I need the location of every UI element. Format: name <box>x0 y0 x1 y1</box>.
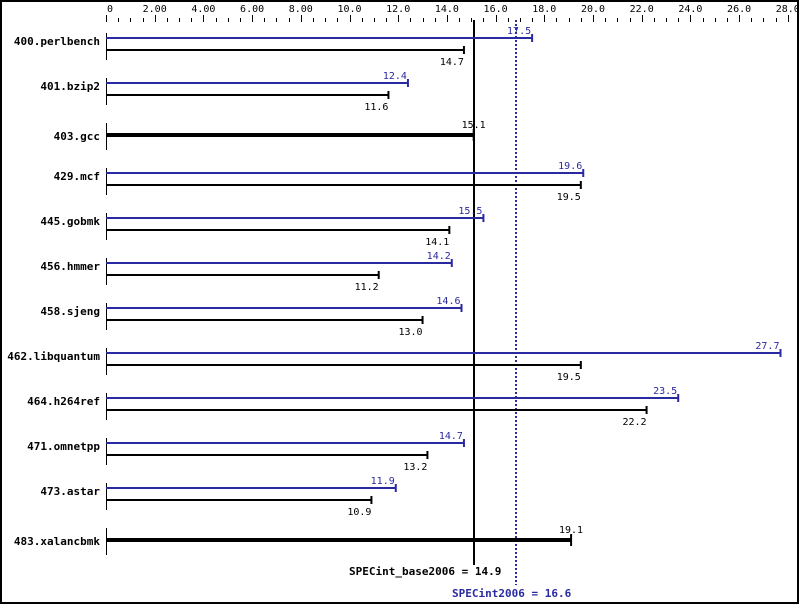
base-value-label: 14.1 <box>425 237 449 248</box>
reference-lines <box>473 20 517 585</box>
benchmark-row: 429.mcf 19.6 19.5 <box>54 161 585 203</box>
benchmark-row: 400.perlbench 17.5 14.7 <box>14 26 534 68</box>
benchmark-row: 458.sjeng 14.6 13.0 <box>40 296 463 338</box>
benchmark-row: 471.omnetpp 14.7 13.2 <box>27 431 465 473</box>
peak-value-label: 14.7 <box>439 431 463 442</box>
base-value-label: 19.1 <box>559 525 583 536</box>
base-value-label: 22.2 <box>622 417 646 428</box>
peak-value-label: 11.9 <box>371 476 395 487</box>
benchmark-label: 473.astar <box>40 485 100 498</box>
axis-tick-label: 26.0 <box>727 4 751 15</box>
benchmark-row: 445.gobmk 15.5 14.1 <box>40 206 485 248</box>
peak-value-label: 14.2 <box>427 251 451 262</box>
base-value-label: 14.7 <box>440 57 464 68</box>
axis-tick-label: 14.0 <box>435 4 459 15</box>
benchmark-label: 458.sjeng <box>40 305 100 318</box>
benchmark-label: 445.gobmk <box>40 215 100 228</box>
axis-tick-label: 6.00 <box>240 4 264 15</box>
benchmark-label: 456.hmmer <box>40 260 100 273</box>
summary-peak-label: SPECint2006 = 16.6 <box>452 587 572 600</box>
benchmark-row: 473.astar 11.9 10.9 <box>40 476 397 518</box>
summary-base-label: SPECint_base2006 = 14.9 <box>349 565 501 578</box>
base-value-label: 15.1 <box>462 120 486 131</box>
peak-value-label: 27.7 <box>755 341 779 352</box>
axis-tick-label: 20.0 <box>581 4 605 15</box>
benchmark-label: 403.gcc <box>54 130 100 143</box>
base-value-label: 10.9 <box>347 507 371 518</box>
benchmark-label: 401.bzip2 <box>40 80 100 93</box>
benchmark-row: 462.libquantum 27.7 19.5 <box>7 341 782 383</box>
base-value-label: 13.2 <box>403 462 427 473</box>
benchmark-label: 464.h264ref <box>27 395 100 408</box>
axis-tick-label: 10.0 <box>337 4 361 15</box>
peak-value-label: 14.6 <box>436 296 460 307</box>
axis-tick-label: 24.0 <box>678 4 702 15</box>
benchmark-row: 456.hmmer 14.2 11.2 <box>40 251 453 293</box>
base-value-label: 19.5 <box>557 192 581 203</box>
peak-value-label: 12.4 <box>383 71 407 82</box>
benchmark-label: 483.xalancbmk <box>14 535 100 548</box>
base-value-label: 13.0 <box>398 327 422 338</box>
axis-tick-label: 8.00 <box>289 4 313 15</box>
axis-tick-label: 4.00 <box>191 4 215 15</box>
base-value-label: 11.6 <box>364 102 388 113</box>
benchmark-label: 462.libquantum <box>7 350 100 363</box>
axis-tick-label: 2.00 <box>143 4 167 15</box>
axis-tick-label: 22.0 <box>630 4 654 15</box>
benchmark-row: 464.h264ref 23.5 22.2 <box>27 386 680 428</box>
peak-value-label: 23.5 <box>653 386 677 397</box>
peak-value-label: 19.6 <box>558 161 582 172</box>
x-axis: 0 2.00 4.00 6.00 8.00 10.0 12.0 14.0 16.0 18.0 20.… <box>0 0 799 22</box>
axis-tick-label: 12.0 <box>386 4 410 15</box>
benchmark-row: 401.bzip2 12.4 11.6 <box>40 71 409 113</box>
bars: 400.perlbench17.514.7401.bzip212.411.640… <box>7 26 782 555</box>
axis-tick-label: 18.0 <box>532 4 556 15</box>
benchmark-label: 400.perlbench <box>14 35 100 48</box>
axis-tick-label: 28.0 <box>776 4 799 15</box>
axis-tick-label: 0 <box>107 4 113 15</box>
peak-value-label: 17.5 <box>507 26 531 37</box>
peak-value-label: 15.5 <box>458 206 482 217</box>
benchmark-label: 471.omnetpp <box>27 440 100 453</box>
benchmark-label: 429.mcf <box>54 170 100 183</box>
benchmark-row: 483.xalancbmk 19.1 <box>14 525 583 555</box>
base-value-label: 19.5 <box>557 372 581 383</box>
axis-tick-label: 16.0 <box>484 4 508 15</box>
base-value-label: 11.2 <box>355 282 379 293</box>
benchmark-row: 403.gcc 15.1 <box>54 120 486 150</box>
